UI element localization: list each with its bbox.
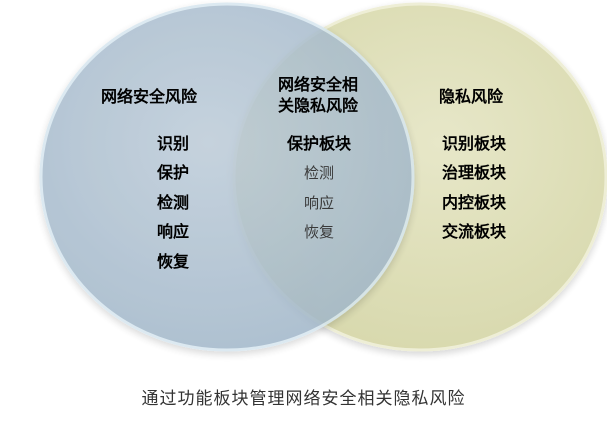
right-item: 内控板块 xyxy=(442,193,507,212)
right-item: 识别板块 xyxy=(442,134,507,153)
overlap-item: 保护板块 xyxy=(287,134,352,153)
left-item: 恢复 xyxy=(157,252,190,271)
right-circle-title: 隐私风险 xyxy=(439,87,504,106)
overlap-item: 恢复 xyxy=(304,223,335,241)
left-item: 检测 xyxy=(157,193,190,212)
right-item: 交流板块 xyxy=(442,222,507,241)
left-circle-title: 网络安全风险 xyxy=(101,87,198,106)
left-item: 保护 xyxy=(157,163,190,182)
left-item: 响应 xyxy=(157,222,190,241)
left-item: 识别 xyxy=(157,134,190,153)
right-item: 治理板块 xyxy=(442,163,507,182)
overlap-item: 响应 xyxy=(304,194,335,212)
diagram-caption: 通过功能板块管理网络安全相关隐私风险 xyxy=(141,389,466,409)
overlap-item: 检测 xyxy=(304,164,335,182)
left-circle xyxy=(39,2,415,352)
overlap-title-line2: 关隐私风险 xyxy=(277,96,358,115)
overlap-title-line1: 网络安全相 xyxy=(277,75,358,94)
